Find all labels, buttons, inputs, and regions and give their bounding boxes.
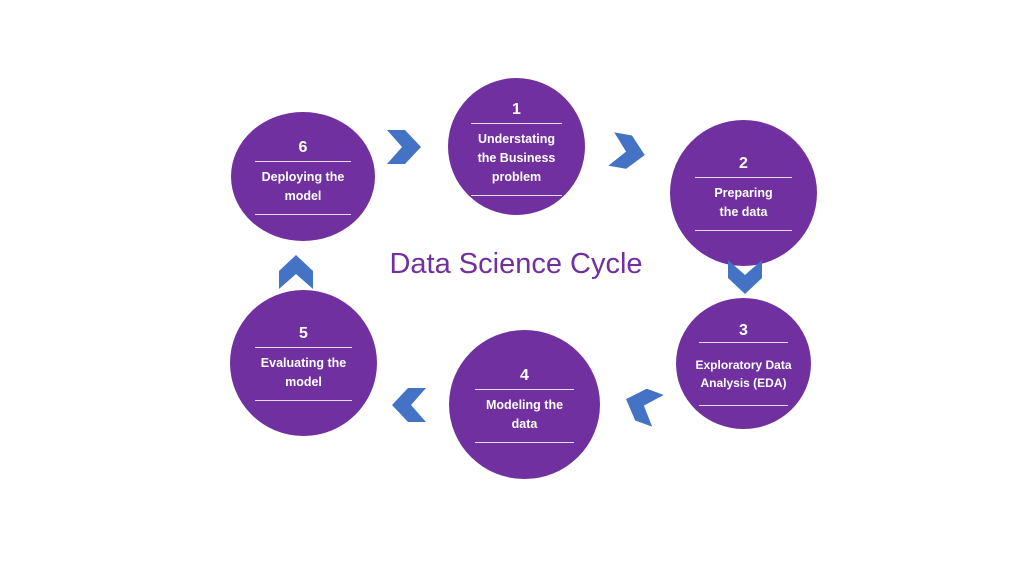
step-label: Modeling the data [485,397,564,431]
chevron-up-icon [279,255,313,289]
chevron-left-icon [626,388,664,427]
step-label: Evaluating the model [260,356,347,389]
step-number: 4 [520,366,529,384]
diagram-title: Data Science Cycle [389,248,643,280]
step-number: 5 [299,325,308,342]
divider [254,347,352,348]
step-label: Exploratory Data Analysis (EDA) [695,357,792,390]
step-number: 1 [512,101,521,118]
chevron-right-icon [608,132,645,169]
step-number: 3 [739,321,748,339]
step-1-circle: 1 Understating the Business problem [448,78,585,215]
divider [698,404,789,406]
step-number: 2 [739,155,748,172]
divider [255,213,351,215]
step-3-circle: 3 Exploratory Data Analysis (EDA) [676,298,811,429]
step-2-circle: 2 Preparing the data [670,120,817,266]
chevron-right-icon [387,130,421,164]
step-label: Deploying the model [261,169,345,203]
chevron-down-icon [728,260,762,294]
divider [474,388,575,390]
divider [694,177,792,178]
step-6-circle: 6 Deploying the model [231,112,375,241]
divider [471,123,562,124]
divider [694,230,792,231]
step-number: 6 [298,138,308,156]
divider [698,341,789,343]
divider [471,195,562,196]
divider [255,160,351,162]
step-label: Preparing the data [714,186,773,219]
step-label: Understating the Business problem [477,132,556,184]
step-4-circle: 4 Modeling the data [449,330,600,479]
step-5-circle: 5 Evaluating the model [230,290,377,436]
divider [474,441,575,443]
divider [254,400,352,401]
chevron-left-icon [392,388,426,422]
